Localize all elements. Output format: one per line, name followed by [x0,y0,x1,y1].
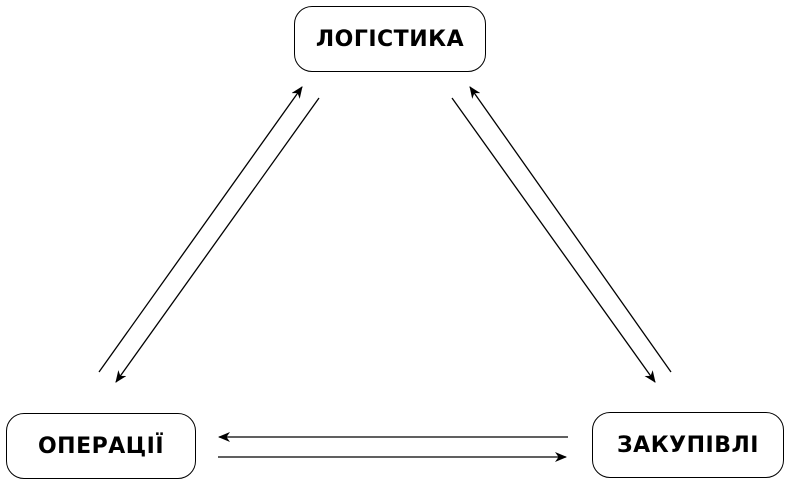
arrow-top-to-left [115,97,320,383]
node-operations: ОПЕРАЦІЇ [6,413,196,479]
node-procurement: ЗАКУПІВЛІ [592,412,784,478]
node-operations-label: ОПЕРАЦІЇ [37,433,165,459]
node-logistics: ЛОГІСТИКА [294,6,486,72]
node-procurement-label: ЗАКУПІВЛІ [617,432,759,458]
arrow-left-to-top [98,86,303,373]
arrow-top-to-right [451,97,656,383]
arrow-right-to-top [469,86,672,373]
node-logistics-label: ЛОГІСТИКА [315,26,465,52]
